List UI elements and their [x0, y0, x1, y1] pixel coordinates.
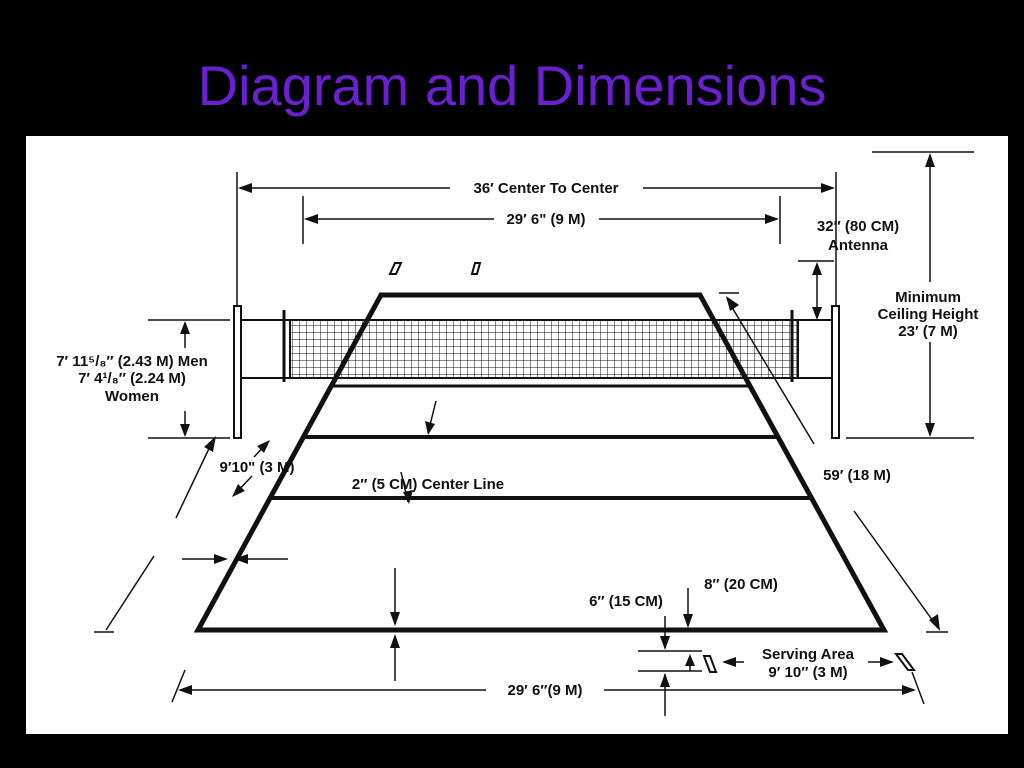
dim-line-widths: 8″ (20 CM) 6″ (15 CM) — [589, 576, 778, 716]
net-mesh — [289, 319, 799, 379]
dim-center-line: 2″ (5 CM) Center Line — [352, 400, 504, 504]
dim-net-height: 7′ 11⁵/₈″ (2.43 M) Men 7′ 4¹/₈″ (2.24 M)… — [56, 319, 230, 439]
dim-ceiling-height: Minimum Ceiling Height 23′ (7 M) — [846, 151, 979, 439]
serving-marker-left — [702, 655, 718, 673]
diagram-panel: 36′ Center To Center 29′ 6" (9 M) 32″ (8… — [26, 136, 1008, 734]
dim-court-width-bottom: 29′ 6″(9 M) — [171, 669, 925, 705]
left-post — [233, 305, 242, 439]
far-serving-marker-left — [388, 262, 403, 275]
dim-serving-area: Serving Area 9′ 10″ (3 M) — [702, 646, 916, 681]
label-serving-2: 9′ 10″ (3 M) — [768, 664, 847, 681]
dim-left-side — [94, 436, 216, 633]
label-ceiling-2: Ceiling Height — [878, 306, 979, 323]
label-serving-1: Serving Area — [762, 646, 855, 663]
dim-net-width: 29′ 6" (9 M) — [302, 196, 781, 244]
volleyball-court-diagram: 36′ Center To Center 29′ 6" (9 M) 32″ (8… — [56, 151, 979, 716]
dim-line-width-left — [182, 554, 288, 564]
label-antenna-1: 32″ (80 CM) — [817, 218, 899, 235]
label-antenna-2: Antenna — [828, 237, 889, 254]
net-assembly — [233, 262, 840, 439]
serving-marker-right — [894, 653, 916, 671]
label-ceiling-1: Minimum — [895, 289, 961, 306]
dim-court-length: 59′ (18 M) — [719, 292, 948, 633]
label-court-length: 59′ (18 M) — [823, 467, 891, 484]
right-post — [831, 305, 840, 439]
slide-title: Diagram and Dimensions — [197, 54, 827, 117]
court-outline — [193, 292, 889, 633]
label-line-6: 6″ (15 CM) — [589, 593, 663, 610]
dim-antenna: 32″ (80 CM) Antenna — [798, 218, 899, 320]
label-line-8: 8″ (20 CM) — [704, 576, 778, 593]
court — [193, 292, 889, 633]
far-serving-marker-right — [470, 262, 482, 275]
label-net-height-women-1: 7′ 4¹/₈″ (2.24 M) — [78, 370, 186, 387]
label-center-line: 2″ (5 CM) Center Line — [352, 476, 504, 493]
dim-center-to-center: 36′ Center To Center — [236, 172, 837, 306]
label-net-height-men: 7′ 11⁵/₈″ (2.43 M) Men — [56, 353, 208, 370]
far-serving-markers — [388, 262, 482, 275]
label-net-height-women-2: Women — [105, 388, 159, 405]
label-attack-line: 9′10" (3 M) — [220, 459, 295, 476]
label-ceiling-3: 23′ (7 M) — [898, 323, 957, 340]
dim-baseline-width — [390, 568, 400, 681]
label-center-to-center: 36′ Center To Center — [473, 180, 618, 197]
label-court-width-bottom: 29′ 6″(9 M) — [508, 682, 583, 699]
dim-attack-line: 9′10" (3 M) — [220, 440, 295, 497]
label-net-width-top: 29′ 6" (9 M) — [506, 211, 585, 228]
